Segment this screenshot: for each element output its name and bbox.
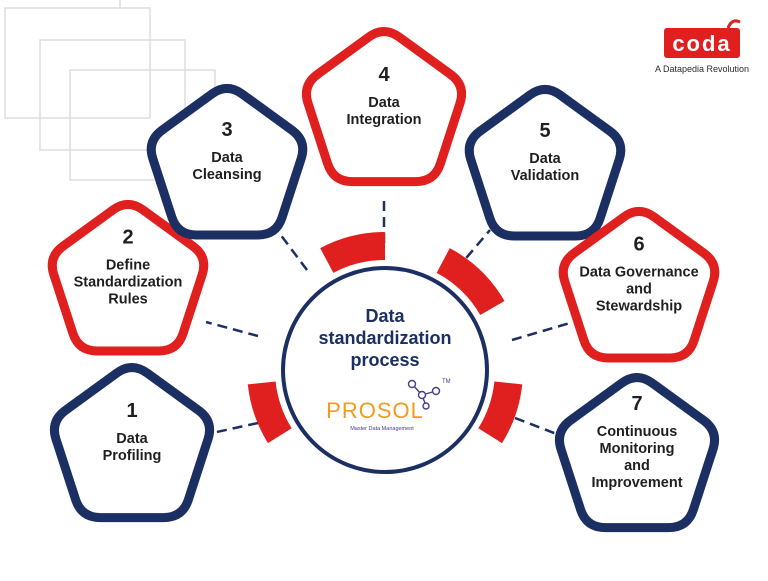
step-label-line: Rules: [108, 292, 148, 308]
connector-line: [205, 320, 259, 338]
step-pentagons: 1DataProfiling2DefineStandardizationRule…: [47, 27, 720, 533]
step-number: 4: [378, 64, 390, 86]
center-circle: [281, 266, 489, 474]
step-number: 6: [633, 234, 644, 256]
bg-square: [4, 7, 151, 119]
coda-logo-text: coda: [672, 31, 731, 56]
step-number: 5: [539, 120, 550, 142]
center-title-line-3: process: [350, 350, 419, 370]
prosol-logo-text: PROSOL: [326, 398, 424, 423]
center-title-line-2: standardization: [318, 328, 451, 348]
center-title-line-1: Data: [365, 306, 405, 326]
coda-logo: coda A Datapedia Revolution: [655, 19, 749, 74]
step-label-line: Data Governance: [579, 265, 698, 281]
step-label-line: Validation: [511, 168, 580, 184]
coda-logo-flourish: [726, 19, 741, 29]
step-label-line: Continuous: [597, 424, 678, 440]
connector-line: [514, 416, 563, 438]
ring-segment: [436, 248, 505, 315]
prosol-logo-subtitle: Master Data Management: [350, 426, 414, 432]
step-label-line: Improvement: [591, 475, 682, 491]
step-pentagon: [301, 27, 467, 187]
step-number: 2: [122, 227, 133, 249]
step-pentagon: [49, 363, 215, 523]
step-label-line: Data: [116, 431, 148, 447]
step-label-line: and: [624, 458, 650, 474]
center-hub: Data standardization process TM PROSOL M…: [281, 266, 489, 474]
step-label-line: Monitoring: [600, 441, 675, 457]
connector-line: [279, 233, 308, 271]
step-pentagon: [554, 373, 720, 533]
step-pentagon: [558, 206, 720, 363]
step-number: 3: [221, 119, 232, 141]
step-label-line: Stewardship: [596, 299, 682, 315]
step-number: 7: [631, 393, 642, 415]
coda-logo-badge: [664, 28, 740, 58]
step-label-line: Cleansing: [192, 167, 261, 183]
prosol-trademark: TM: [442, 379, 451, 385]
step-pentagon: [47, 199, 209, 356]
ring-segment: [320, 232, 385, 273]
step-pentagon: [464, 84, 626, 241]
connector-line: [211, 421, 259, 435]
step-label-line: Integration: [347, 112, 422, 128]
step-label-line: Data: [211, 150, 243, 166]
step-label-line: Data: [529, 151, 561, 167]
coda-tagline: A Datapedia Revolution: [655, 64, 749, 74]
step-pentagon: [146, 83, 308, 240]
step-label-line: Define: [106, 258, 150, 274]
step-number: 1: [126, 400, 137, 422]
step-label-line: Profiling: [103, 448, 162, 464]
connector-line: [511, 321, 571, 342]
prosol-molecule-icon: [407, 379, 441, 410]
ring-segment: [478, 381, 523, 444]
step-label-line: and: [626, 282, 652, 298]
bg-square: [39, 39, 186, 151]
ring-segment: [247, 381, 292, 444]
ring-segments: [247, 232, 523, 444]
step-label-line: Standardization: [74, 275, 183, 291]
step-label-line: Data: [368, 95, 400, 111]
